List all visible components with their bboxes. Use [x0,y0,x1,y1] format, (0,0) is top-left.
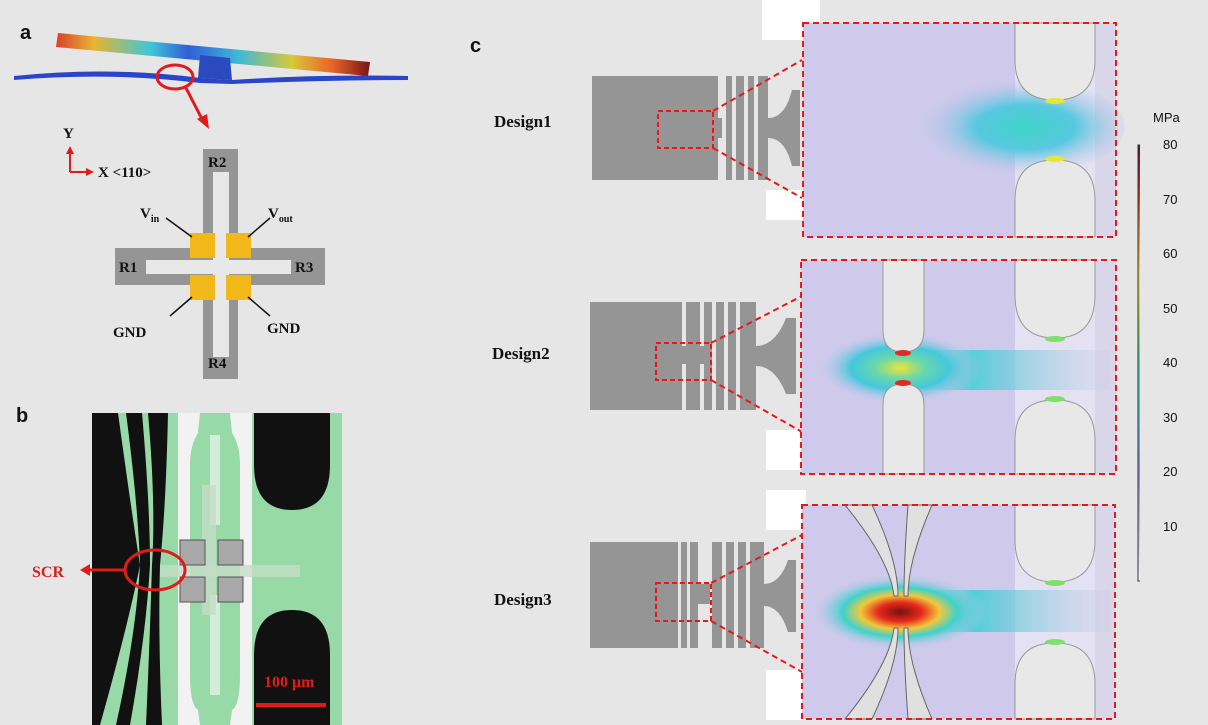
spring-left-3 [146,413,168,725]
pad-b-2 [217,539,244,566]
pad-b-1 [179,539,206,566]
cross-horizontal [160,565,300,577]
scr-label: SCR [32,564,64,581]
design1-structure [592,59,803,199]
design2-label: Design2 [492,344,550,363]
design3-label: Design3 [494,590,552,609]
beam-anchor [198,55,232,80]
beam-slot-top [210,435,220,525]
beam-slot-bottom [210,595,220,695]
design2-structure [590,295,803,433]
callout-arrow [184,87,205,122]
backdrop-4 [766,490,806,530]
design1-stress-map [802,22,1125,238]
right-block-bottom [254,610,330,725]
scr-ellipse [123,548,187,592]
y-axis-arrowhead [66,146,74,154]
colorbar-tick-label: 10 [1163,518,1178,534]
gnd-right-label: GND [267,321,301,337]
label-r3: R3 [295,260,313,276]
scale-bar-label: 100 μm [264,674,315,691]
vout-leader [247,217,271,238]
gnd-right-leader [247,296,271,317]
colorbar-tick-label: 80 [1163,137,1178,152]
pad-gnd-left [190,275,215,300]
colorbar [1137,144,1140,582]
pad-b-3 [179,576,206,603]
x-axis-arrowhead [86,168,94,176]
pad-gnd-right [226,275,251,300]
design2-stress-map [800,259,1117,475]
spring-left-2 [116,413,150,725]
pad-vin [190,233,215,258]
backdrop-5 [766,670,806,720]
panel-b-micrograph: SCR 100 μm [32,413,342,725]
colorbar-unit: MPa [1153,110,1180,125]
panel-label-b: b [16,405,29,427]
colorbar-tick-label: 40 [1163,355,1178,370]
callout-arrowhead [197,114,209,129]
panel-a-figure: Y X <110> R2 R1 R3 R4 Vin Vout GND GND [14,33,408,379]
vin-label: Vin [140,206,160,225]
design3-structure [590,534,803,673]
vout-label: Vout [268,206,293,225]
scr-arrowhead [80,564,90,576]
deformed-beam [56,33,370,76]
backdrop-2 [766,190,806,220]
right-block-top [254,413,330,510]
panel-c-figure [590,0,1140,720]
panel-label-c: c [470,35,482,57]
vin-leader [165,217,193,238]
design3-stress-map [801,504,1116,720]
gnd-left-label: GND [113,325,147,341]
label-r1: R1 [119,260,137,276]
label-r4: R4 [208,356,227,372]
colorbar-tick-label: 70 [1163,191,1178,207]
backdrop-3 [766,430,806,470]
gnd-left-leader [169,296,193,317]
panel-label-a: a [20,22,32,44]
colorbar-tick-label: 60 [1163,246,1178,261]
pad-vout [226,233,251,258]
y-axis-label: Y [63,126,74,142]
label-r2: R2 [208,155,226,171]
design1-label: Design1 [494,112,552,131]
callout-ellipse [155,63,195,91]
colorbar-tick-label: 30 [1163,409,1178,425]
substrate-plate [14,71,408,84]
colorbar-tick-label: 50 [1163,300,1178,316]
pad-b-4 [217,576,244,603]
x-axis-label: X <110> [98,165,151,181]
piezo-cross [115,149,325,379]
colorbar-tick-label: 20 [1163,464,1178,479]
